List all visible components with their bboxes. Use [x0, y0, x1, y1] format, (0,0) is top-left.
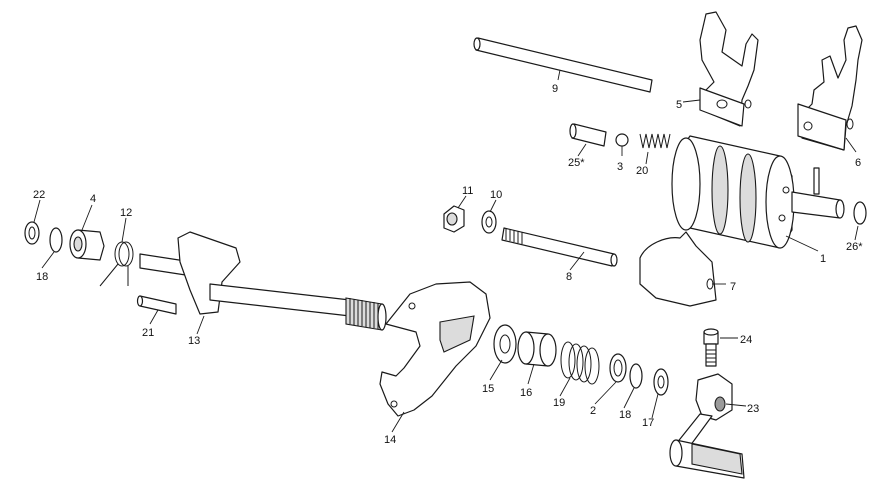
label-9: 9 [552, 83, 558, 95]
washer-15 [493, 324, 517, 364]
label-11: 11 [462, 185, 473, 197]
label-21: 21 [142, 327, 154, 339]
washer-18-left [49, 227, 63, 253]
label-12: 12 [120, 207, 132, 219]
circlip-2 [609, 353, 627, 383]
label-24: 24 [740, 334, 752, 346]
label-17: 17 [642, 417, 654, 429]
threaded-pin-8 [501, 227, 618, 267]
label-4: 4 [90, 193, 96, 205]
lock-washer-10 [481, 210, 497, 234]
washer-26 [853, 201, 867, 225]
circlip-22 [24, 221, 40, 245]
label-10: 10 [490, 189, 502, 201]
gear-shaft-13 [139, 231, 387, 331]
label-26: 26* [846, 241, 863, 253]
bolt-24 [703, 328, 719, 367]
washer-18-right [629, 363, 643, 389]
label-7: 7 [730, 281, 736, 293]
label-5: 5 [676, 99, 682, 111]
nut-11 [443, 205, 465, 233]
label-8: 8 [566, 271, 572, 283]
spring-20 [639, 133, 671, 149]
label-13: 13 [188, 335, 200, 347]
selector-plate-14 [379, 281, 491, 417]
shift-fork-5 [699, 11, 759, 127]
label-25: 25* [568, 157, 585, 169]
gear-lever-23 [669, 373, 745, 479]
rod-9 [473, 37, 653, 93]
label-16: 16 [520, 387, 532, 399]
segment-7 [639, 231, 717, 307]
label-6: 6 [855, 157, 861, 169]
label-22: 22 [33, 189, 45, 201]
selector-drum-1 [671, 135, 845, 249]
spring-19 [560, 341, 600, 385]
label-15: 15 [482, 383, 494, 395]
label-3: 3 [617, 161, 623, 173]
label-14: 14 [384, 434, 396, 446]
label-23: 23 [747, 403, 759, 415]
label-18-left: 18 [36, 271, 48, 283]
ball-3 [615, 133, 629, 147]
washer-17 [653, 368, 669, 396]
shift-fork-6 [797, 25, 863, 151]
label-1: 1 [820, 253, 826, 265]
label-18-right: 18 [619, 409, 631, 421]
label-2: 2 [590, 405, 596, 417]
label-20: 20 [636, 165, 648, 177]
label-19: 19 [553, 397, 565, 409]
bush-16 [517, 331, 557, 367]
spring-12 [99, 241, 134, 287]
pin-25 [569, 123, 607, 147]
pin-21 [136, 295, 177, 315]
bush-4 [69, 229, 105, 261]
leader-lines [33, 69, 859, 433]
part-labels: 1 2 3 4 5 6 7 8 9 10 11 12 13 14 15 16 1… [33, 83, 863, 446]
